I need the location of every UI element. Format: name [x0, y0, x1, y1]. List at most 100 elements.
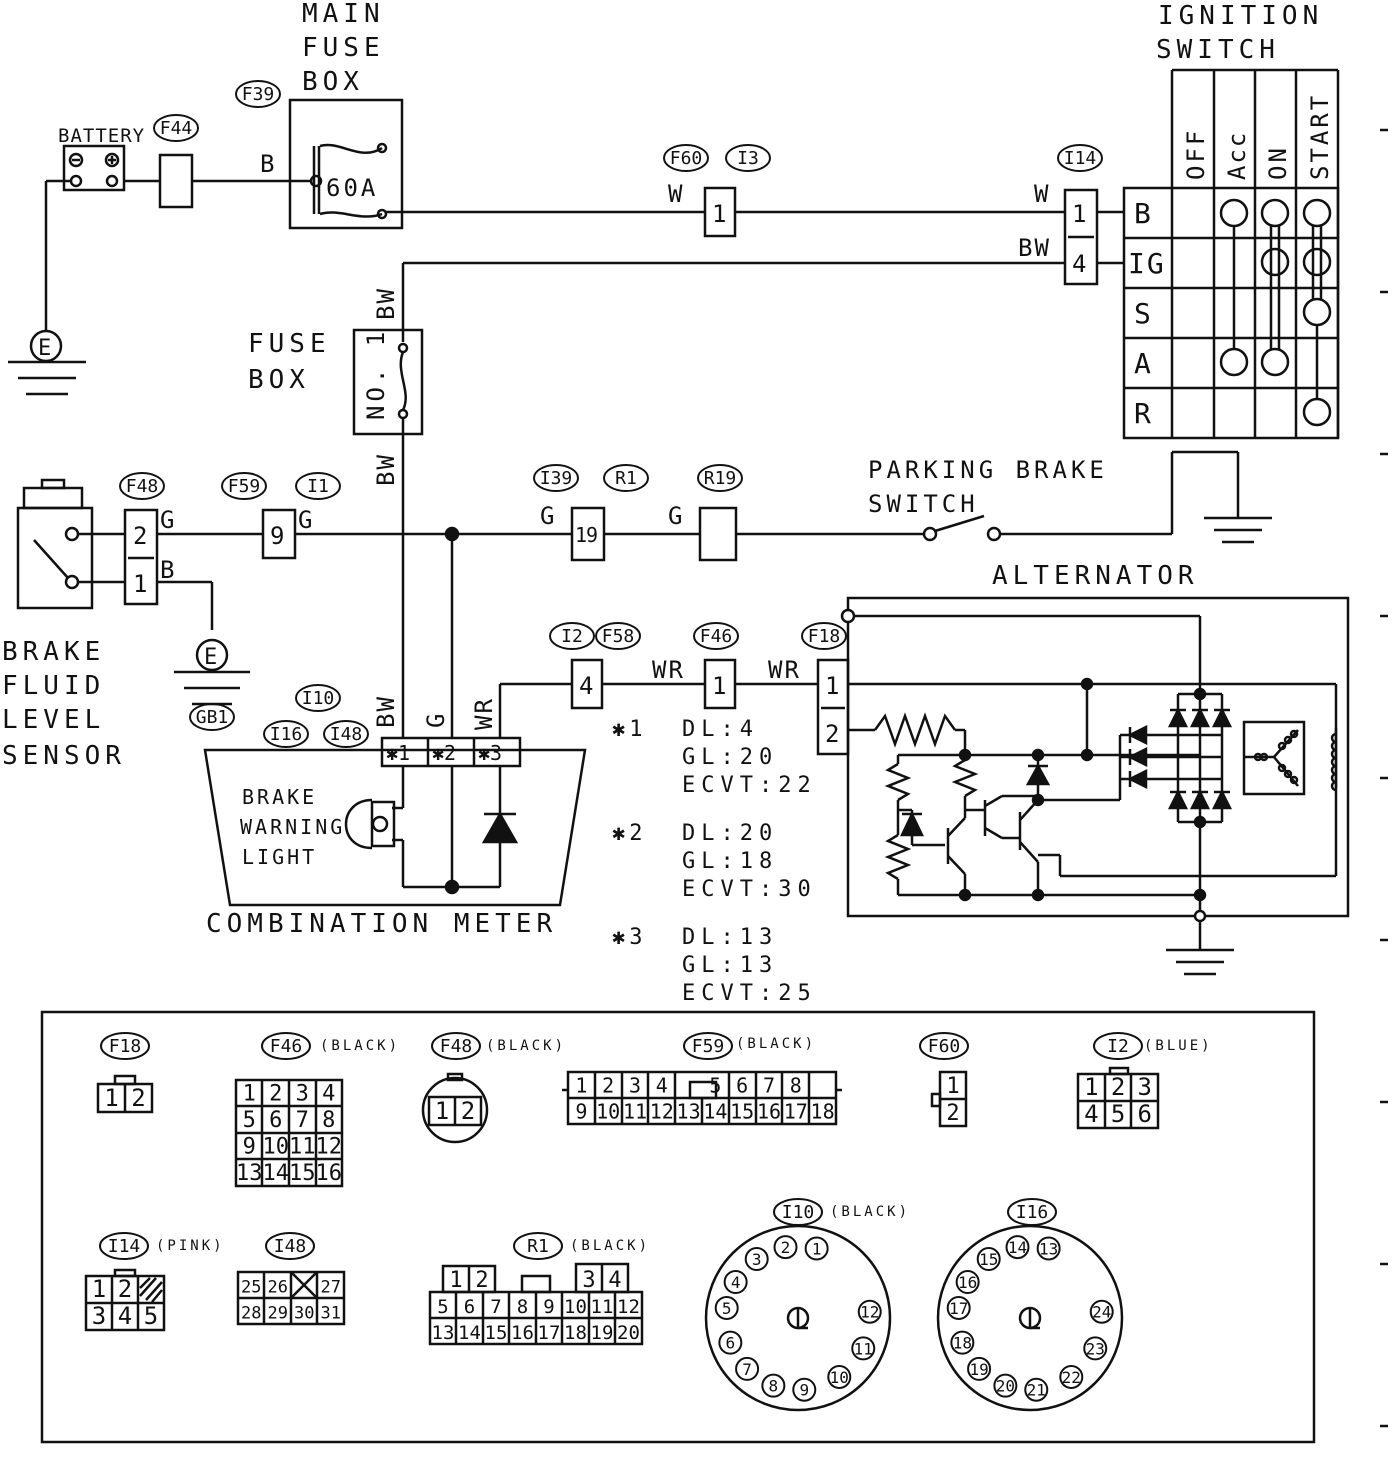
tag-r19: R19	[697, 464, 743, 492]
wire-bw-3: BW	[372, 453, 400, 486]
legend-f48-color: (BLACK)	[486, 1038, 566, 1054]
legend-i14-pin: 4	[118, 1302, 132, 1330]
legend-i2-pin: 1	[1084, 1073, 1098, 1101]
pin-i14-1: 1	[1072, 200, 1086, 228]
brake-sensor-label-1: BRAKE	[2, 637, 105, 667]
terminal-s: S	[1134, 297, 1157, 330]
legend-r1-pin: 18	[564, 1322, 587, 1344]
note-1-gl: GL:20	[682, 745, 778, 770]
combination-meter-label: COMBINATION METER	[206, 909, 557, 939]
legend-i10-pin: 9	[792, 1377, 817, 1402]
legend-f46-pin: 3	[296, 1082, 309, 1107]
pin-f46-1: 1	[712, 672, 726, 700]
terminal-a: A	[1134, 347, 1157, 380]
legend-i16-pin: 17	[946, 1295, 971, 1320]
svg-text:GB1: GB1	[196, 707, 229, 728]
svg-text:11: 11	[854, 1339, 873, 1358]
ground-ignition	[1204, 516, 1272, 544]
svg-text:I48: I48	[330, 724, 363, 745]
wire-g-3: G	[540, 502, 554, 530]
legend-r1-color: (BLACK)	[570, 1238, 650, 1254]
legend-f59-color: (BLACK)	[736, 1036, 816, 1052]
pin-i14-4: 4	[1072, 250, 1086, 278]
legend-i10-pin: 2	[773, 1235, 798, 1260]
fuse-no1-label: NO. 1	[362, 328, 390, 420]
svg-text:R19: R19	[704, 468, 737, 489]
legend-i48-pin: 25	[241, 1277, 261, 1297]
legend-f59-pin: 16	[757, 1099, 781, 1123]
svg-text:I39: I39	[540, 468, 573, 489]
tag-r1: R1	[603, 464, 649, 492]
connector-legend	[40, 1010, 1316, 1444]
svg-text:I1: I1	[307, 476, 329, 497]
legend-i2-pin: 3	[1138, 1073, 1152, 1101]
brake-fluid-level-sensor	[16, 478, 94, 610]
tag-i39: I39	[533, 464, 579, 492]
legend-i16-pin: 23	[1083, 1336, 1108, 1361]
main-fuse-label-3: BOX	[302, 67, 364, 97]
brake-sensor-label-3: LEVEL	[2, 705, 105, 735]
wire-wr-2: WR	[768, 656, 801, 684]
legend-i14-color: (PINK)	[156, 1238, 225, 1254]
wire-g-5: G	[422, 714, 450, 728]
svg-text:1: 1	[812, 1239, 822, 1258]
legend-tag-i16: I16	[1007, 1198, 1057, 1226]
svg-text:21: 21	[1027, 1381, 1046, 1400]
fuse-box-label-2: BOX	[248, 365, 310, 395]
legend-r1-pin: 9	[543, 1296, 554, 1318]
tag-f58: F58	[595, 622, 641, 650]
legend-i14-pin: 1	[92, 1275, 106, 1303]
ignition-label-2: SWITCH	[1156, 35, 1280, 65]
brake-sensor-label-4: SENSOR	[2, 741, 126, 771]
legend-tag-f18: F18	[100, 1032, 150, 1060]
main-fuse-box	[288, 98, 404, 230]
note-2-gl: GL:18	[682, 849, 778, 874]
legend-f18-pin: 2	[131, 1084, 145, 1112]
legend-i10-pin: 8	[761, 1373, 786, 1398]
warning-light-label-3: LIGHT	[242, 845, 317, 869]
tag-i14: I14	[1057, 144, 1103, 172]
legend-i10-pin: 3	[744, 1247, 769, 1272]
legend-f46-pin: 15	[289, 1161, 316, 1186]
svg-text:I3: I3	[737, 148, 759, 169]
legend-f59-pin: 1	[575, 1073, 587, 1097]
legend-f48-pin: 2	[461, 1097, 475, 1125]
svg-text:R1: R1	[615, 468, 637, 489]
legend-i48-pin: 28	[241, 1303, 261, 1323]
svg-text:24: 24	[1092, 1303, 1111, 1322]
svg-text:F48: F48	[126, 476, 159, 497]
position-off: OFF	[1182, 128, 1210, 180]
legend-f46-pin: 2	[269, 1082, 282, 1107]
legend-i16-pin: 16	[955, 1270, 980, 1294]
legend-r1-pin: 14	[458, 1322, 481, 1344]
connector-i14	[1063, 188, 1099, 286]
legend-i10-color: (BLACK)	[830, 1204, 910, 1220]
warning-bulb	[344, 798, 396, 850]
legend-f18-pin: 1	[104, 1084, 118, 1112]
wire-w-2: W	[1034, 180, 1049, 208]
tag-f39: F39	[235, 80, 281, 108]
svg-text:9: 9	[799, 1381, 809, 1400]
legend-i16-pin: 18	[950, 1330, 975, 1355]
wire-bw-4: BW	[372, 695, 400, 728]
legend-f59-pin: 7	[763, 1073, 775, 1097]
svg-text:3: 3	[752, 1250, 762, 1269]
note-2-ecvt: ECVT:30	[682, 877, 817, 902]
connector-f48	[123, 508, 159, 606]
tag-f46: F46	[693, 622, 739, 650]
legend-tag-f60: F60	[919, 1032, 969, 1060]
legend-r1-pin: 3	[582, 1268, 595, 1293]
legend-f46-color: (BLACK)	[320, 1038, 400, 1054]
legend-tag-i14: I14	[99, 1232, 149, 1260]
svg-text:17: 17	[949, 1299, 968, 1318]
svg-text:F60: F60	[928, 1036, 961, 1057]
pin-f18-2: 2	[825, 720, 839, 748]
alternator-label: ALTERNATOR	[992, 561, 1199, 591]
pin-meter-1: ✱1	[386, 741, 410, 765]
position-start: START	[1306, 93, 1334, 180]
tag-i48: I48	[323, 720, 369, 748]
legend-f46-pin: 13	[236, 1161, 263, 1186]
tag-f59: F59	[221, 472, 267, 500]
legend-f46-pin: 5	[243, 1108, 256, 1133]
